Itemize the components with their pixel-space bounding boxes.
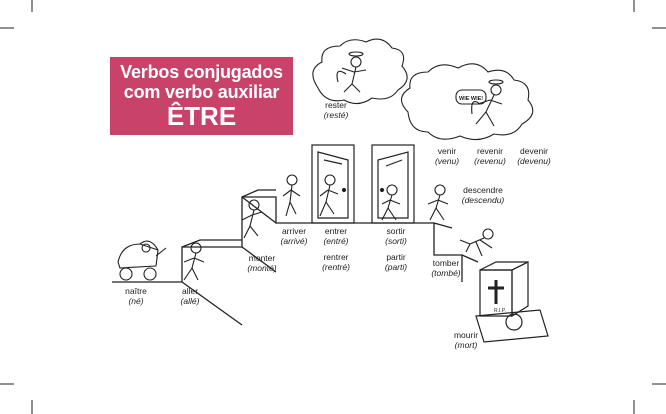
- verb-infinitive: entrer: [324, 226, 348, 236]
- verb-participle: (né): [128, 296, 144, 306]
- title-line-2: com verbo auxiliar: [123, 82, 280, 102]
- verb-entrer: entrer (entré): [316, 226, 356, 246]
- verb-participle: (allé): [180, 296, 200, 306]
- verb-infinitive: devenir: [520, 146, 548, 156]
- verb-infinitive: arriver: [281, 226, 307, 236]
- tombstone-icon: R.I.P.: [475, 261, 549, 343]
- cloud-icon: [312, 38, 534, 141]
- verb-infinitive: tomber: [432, 258, 460, 268]
- verb-arriver: arriver (arrivé): [274, 226, 314, 246]
- verb-participle: (mort): [454, 340, 478, 350]
- verb-infinitive: mourir: [453, 330, 479, 340]
- verb-participle: (arrivé): [280, 236, 308, 246]
- verb-participle: (devenu): [517, 156, 551, 166]
- verb-infinitive: monter: [248, 253, 276, 263]
- verb-participle: (tombé): [431, 268, 461, 278]
- verb-participle: (revenu): [474, 156, 506, 166]
- stairs-icon: [112, 189, 479, 326]
- verb-infinitive: descendre: [463, 185, 503, 195]
- verb-naitre: naître (né): [116, 286, 156, 306]
- verb-partir: partir (parti): [376, 252, 416, 272]
- verb-infinitive: revenir: [477, 146, 503, 156]
- verb-participle: (sorti): [385, 236, 407, 246]
- angel-icon: WIE WIE!: [336, 51, 504, 127]
- verb-infinitive: venir: [437, 146, 457, 156]
- title-line-1: Verbos conjugados: [120, 62, 283, 82]
- walking-figure-icon: [183, 174, 494, 281]
- verb-participle: (entré): [323, 236, 349, 246]
- verb-descendre: descendre (descendu): [456, 185, 510, 205]
- verb-mourir: mourir (mort): [446, 330, 486, 350]
- verb-participle: (rentré): [322, 262, 350, 272]
- verb-sortir: sortir (sorti): [376, 226, 416, 246]
- verb-participle: (monté): [247, 263, 277, 273]
- verb-participle: (descendu): [461, 195, 505, 205]
- verb-rester: rester (resté): [316, 100, 356, 120]
- baby-carriage-icon: [117, 240, 167, 281]
- verb-participle: (parti): [384, 262, 408, 272]
- title-etre: ÊTRE: [166, 101, 237, 131]
- tomb-inscription: R.I.P.: [494, 308, 506, 314]
- verb-infinitive: aller: [181, 286, 199, 296]
- verb-infinitive: naître: [125, 286, 147, 296]
- verb-rentrer: rentrer (rentré): [316, 252, 356, 272]
- verb-venir: venir (venu): [428, 146, 466, 166]
- verb-revenir: revenir (revenu): [468, 146, 512, 166]
- verb-participle: (venu): [434, 156, 460, 166]
- verb-infinitive: sortir: [386, 226, 406, 236]
- verb-infinitive: partir: [386, 252, 406, 262]
- verb-monter: monter (monté): [240, 253, 284, 273]
- verb-devenir: devenir (devenu): [512, 146, 556, 166]
- verb-tomber: tomber (tombé): [424, 258, 468, 278]
- verb-aller: aller (allé): [170, 286, 210, 306]
- verb-infinitive: rester: [325, 100, 347, 110]
- verb-participle: (resté): [323, 110, 349, 120]
- speech-bubble-text: WIE WIE!: [459, 96, 483, 102]
- door-icon: [311, 144, 415, 224]
- verb-infinitive: rentrer: [323, 252, 349, 262]
- title-box: Verbos conjugados com verbo auxiliar ÊTR…: [110, 57, 293, 135]
